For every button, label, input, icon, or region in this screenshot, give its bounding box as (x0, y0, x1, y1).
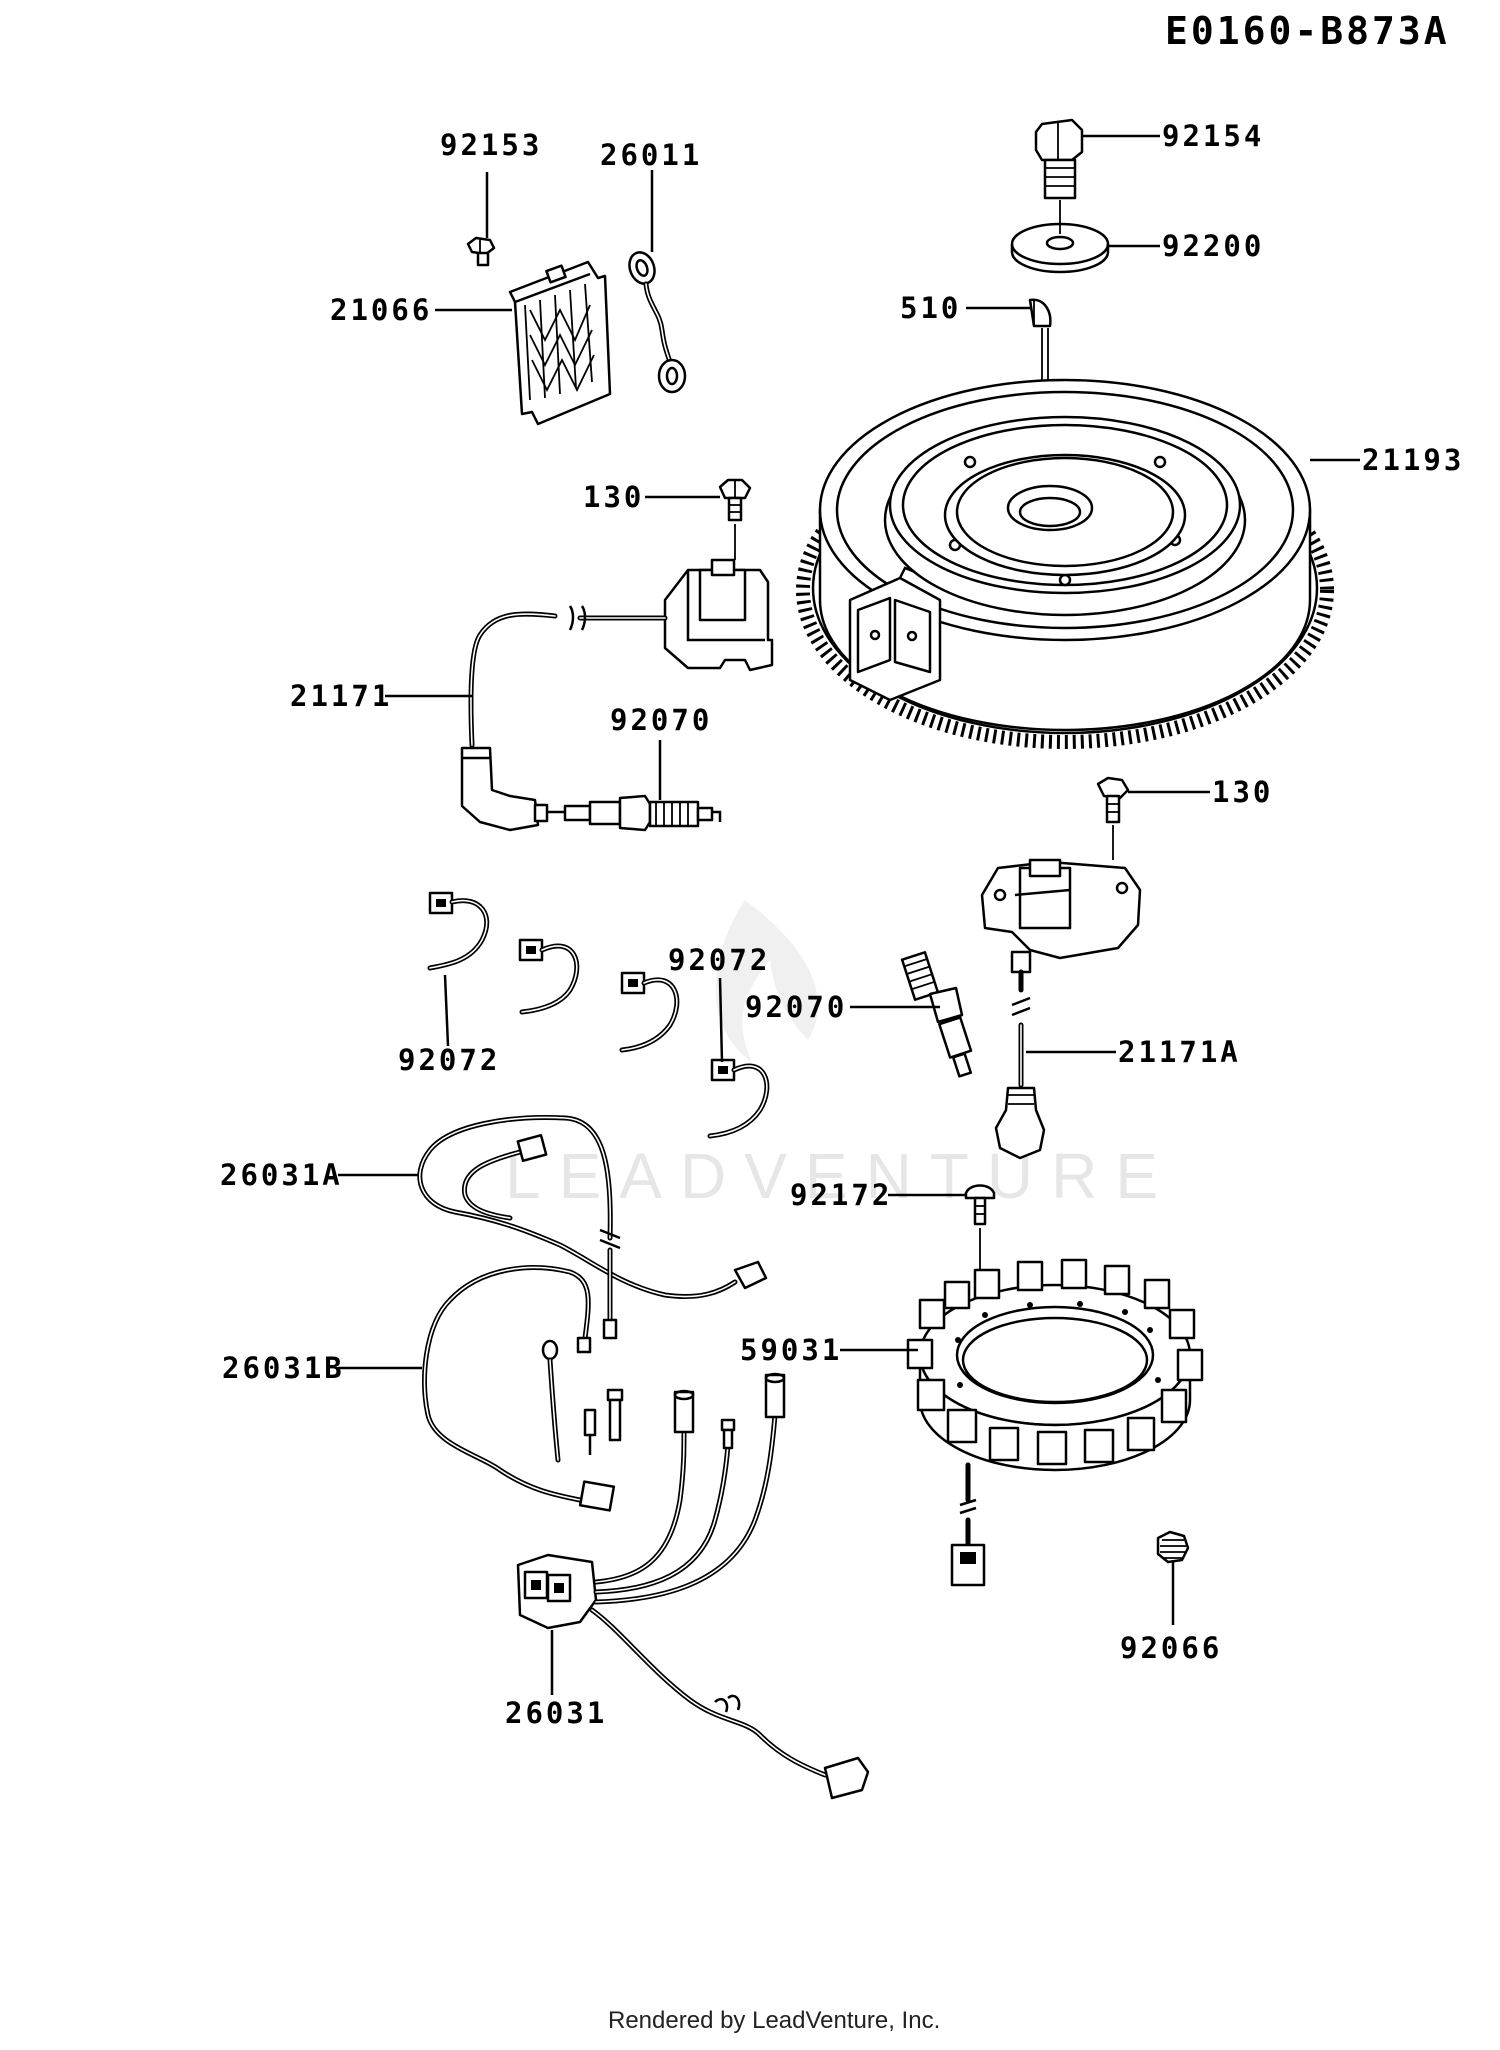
part-92153-screw[interactable] (466, 236, 496, 267)
part-130-bolt-upper[interactable] (718, 478, 752, 522)
part-92072-clamp-4[interactable] (707, 1058, 770, 1139)
label-26031B[interactable]: 26031B (222, 1351, 345, 1385)
part-21193-flywheel[interactable] (796, 378, 1334, 749)
label-59031[interactable]: 59031 (740, 1333, 842, 1367)
part-92172-screw[interactable] (964, 1184, 996, 1226)
label-92070-lower[interactable]: 92070 (745, 990, 847, 1024)
label-21171[interactable]: 21171 (290, 679, 392, 713)
label-21193[interactable]: 21193 (1362, 443, 1464, 477)
part-510-key[interactable] (1028, 298, 1052, 328)
part-26011-ground-lead[interactable] (625, 249, 687, 394)
label-92072-left[interactable]: 92072 (398, 1043, 500, 1077)
label-26011[interactable]: 26011 (600, 138, 702, 172)
part-92200-washer[interactable] (1010, 222, 1110, 274)
label-92066[interactable]: 92066 (1120, 1631, 1222, 1665)
label-130-upper[interactable]: 130 (583, 480, 644, 514)
label-21171A[interactable]: 21171A (1118, 1035, 1241, 1069)
part-92066-nut[interactable] (1156, 1530, 1190, 1564)
label-92070-upper[interactable]: 92070 (610, 703, 712, 737)
label-21066[interactable]: 21066 (330, 293, 432, 327)
part-26031B-harness[interactable] (422, 1265, 624, 1512)
part-130-bolt-lower[interactable] (1096, 776, 1130, 824)
part-21171A-ignition-coil[interactable] (980, 858, 1142, 1160)
label-92072-center[interactable]: 92072 (668, 943, 770, 977)
label-92200[interactable]: 92200 (1162, 229, 1264, 263)
part-26031A-harness[interactable] (417, 1115, 768, 1340)
part-92072-clamp-2[interactable] (518, 938, 580, 1015)
part-92072-clamp-3[interactable] (619, 971, 680, 1053)
label-26031[interactable]: 26031 (505, 1696, 607, 1730)
part-92154-bolt[interactable] (1034, 118, 1084, 200)
part-26031-harness[interactable] (516, 1372, 870, 1800)
part-21066-regulator[interactable] (508, 260, 612, 426)
label-92154[interactable]: 92154 (1162, 119, 1264, 153)
watermark-flame-icon (715, 900, 818, 1062)
watermark-text: LEADVENTURE (505, 1140, 1176, 1212)
part-92072-clamp-1[interactable] (427, 891, 490, 971)
diagram-id: E0160-B873A (1165, 9, 1450, 53)
part-92070-spark-plug-lower[interactable] (900, 951, 973, 1078)
label-92172[interactable]: 92172 (790, 1178, 892, 1212)
part-21171-ignition-coil[interactable] (460, 558, 774, 832)
part-59031-stator[interactable] (906, 1258, 1204, 1587)
footer-credit: Rendered by LeadVenture, Inc. (608, 2007, 940, 2034)
label-510[interactable]: 510 (900, 291, 961, 325)
label-26031A[interactable]: 26031A (220, 1158, 343, 1192)
label-130-lower[interactable]: 130 (1212, 775, 1273, 809)
label-92153[interactable]: 92153 (440, 128, 542, 162)
part-92070-spark-plug-upper[interactable] (547, 794, 722, 832)
